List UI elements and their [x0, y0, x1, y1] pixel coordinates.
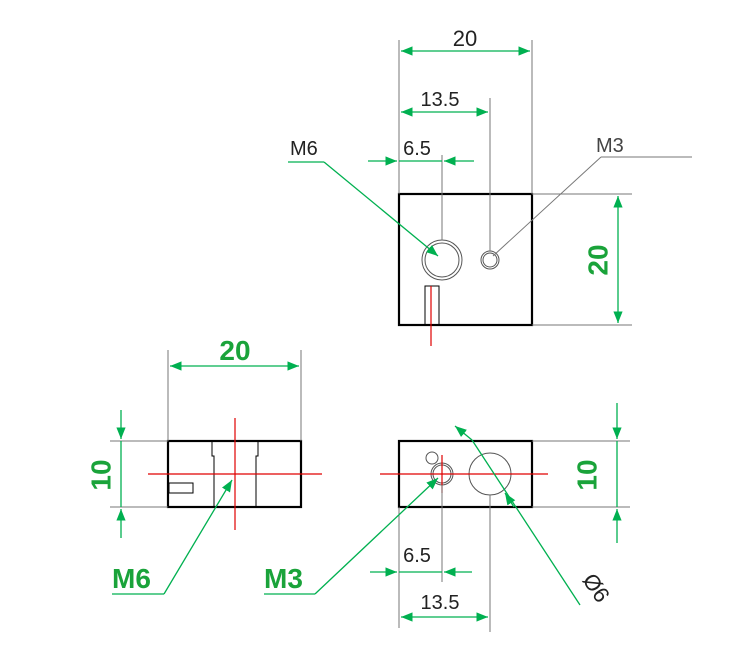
- top-width-dimension-label: 20: [453, 26, 477, 51]
- top-view-slot: [424, 285, 440, 326]
- right-view: 10 6.5 13.5 M3 Ø6: [264, 403, 630, 632]
- top-view-outline: [397, 192, 534, 327]
- left-m6-leader-line: [163, 479, 233, 595]
- top-m3-label: M3: [596, 135, 624, 157]
- top-m3-hole-inner: [482, 252, 498, 268]
- top-m6-hole-outer: [421, 239, 463, 281]
- top-m6-hole-inner: [424, 242, 460, 278]
- left-m6-label: M6: [112, 563, 151, 594]
- top-m6-label: M6: [290, 138, 318, 160]
- left-height-dimension-label: 10: [85, 459, 116, 490]
- left-thread-line-1: [211, 441, 215, 507]
- right-diameter-leader-arrow: [504, 492, 516, 508]
- top-m3-leader-line: [492, 156, 602, 257]
- right-mid-dimension-label: 13.5: [421, 592, 460, 614]
- right-m3-label: M3: [264, 563, 303, 594]
- right-small-hole: [425, 451, 439, 465]
- right-diameter-label: Ø6: [578, 569, 615, 607]
- right-m3-leader-line: [314, 477, 439, 595]
- top-height-dimension-label: 20: [582, 244, 613, 275]
- top-mid-dimension-label: 13.5: [421, 89, 460, 111]
- right-diameter-leader-line: [471, 439, 581, 606]
- left-view-slot: [168, 482, 194, 494]
- right-diameter-leader-top: [454, 425, 473, 441]
- left-width-dimension-label: 20: [219, 335, 250, 366]
- right-height-dimension-label: 10: [571, 459, 602, 490]
- top-small-dimension-label: 6.5: [403, 138, 431, 160]
- top-view: 20 13.5 6.5 20 M6 M3: [288, 26, 692, 346]
- left-thread-line-2: [255, 441, 259, 507]
- right-small-dimension-label: 6.5: [403, 545, 431, 567]
- top-m3-hole-outer: [480, 250, 500, 270]
- top-m6-leader-line: [323, 161, 439, 257]
- left-view: 20 10 M6: [85, 335, 322, 595]
